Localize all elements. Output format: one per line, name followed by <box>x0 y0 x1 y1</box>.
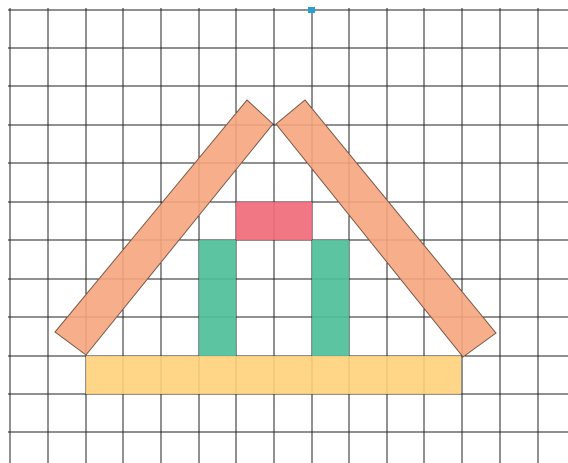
base-plank[interactable] <box>86 356 461 394</box>
shapes-layer <box>55 100 496 394</box>
selection-handle-icon[interactable] <box>308 7 315 13</box>
right-pillar[interactable] <box>312 240 349 356</box>
left-pillar[interactable] <box>199 240 236 356</box>
lintel-block[interactable] <box>236 202 312 240</box>
